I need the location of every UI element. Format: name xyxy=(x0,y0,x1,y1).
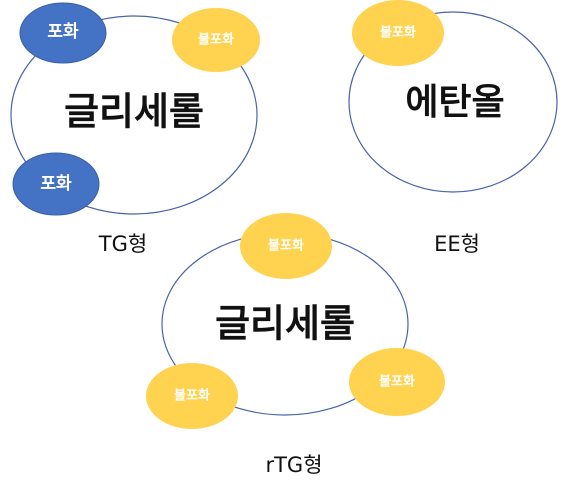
rtg-unsaturated-left-blob xyxy=(146,363,238,429)
rtg-unsaturated-right-blob xyxy=(349,348,445,416)
ee-unsaturated-blob xyxy=(352,0,444,66)
tg-caption: TG형 xyxy=(98,232,147,256)
tg-saturated-top-label: 포화 xyxy=(47,22,79,42)
rtg-unsaturated-right-label: 불포화 xyxy=(379,374,415,390)
rtg-structure: 글리세롤 불포화 불포화 불포화 rTG형 xyxy=(146,213,445,477)
ee-ethanol-label: 에탄올 xyxy=(405,82,504,123)
rtg-unsaturated-left-label: 불포화 xyxy=(174,388,210,404)
tg-saturated-bottom-label: 포화 xyxy=(40,174,72,194)
tg-structure: 글리세롤 포화 불포화 포화 TG형 xyxy=(10,2,260,256)
tg-saturated-top-blob xyxy=(19,2,107,64)
rtg-caption: rTG형 xyxy=(265,453,322,477)
rtg-unsaturated-top-blob xyxy=(240,213,332,279)
tg-unsaturated-blob xyxy=(172,8,260,72)
ee-structure: 에탄올 불포화 EE형 xyxy=(348,0,558,256)
ee-unsaturated-label: 불포화 xyxy=(380,25,416,41)
tg-saturated-bottom-blob xyxy=(12,152,100,216)
tg-unsaturated-label: 불포화 xyxy=(198,32,234,48)
ee-caption: EE형 xyxy=(434,232,480,256)
tg-glycerol-label: 글리세롤 xyxy=(64,90,204,134)
rtg-unsaturated-top-label: 불포화 xyxy=(268,238,304,254)
rtg-glycerol-label: 글리세롤 xyxy=(215,302,355,346)
